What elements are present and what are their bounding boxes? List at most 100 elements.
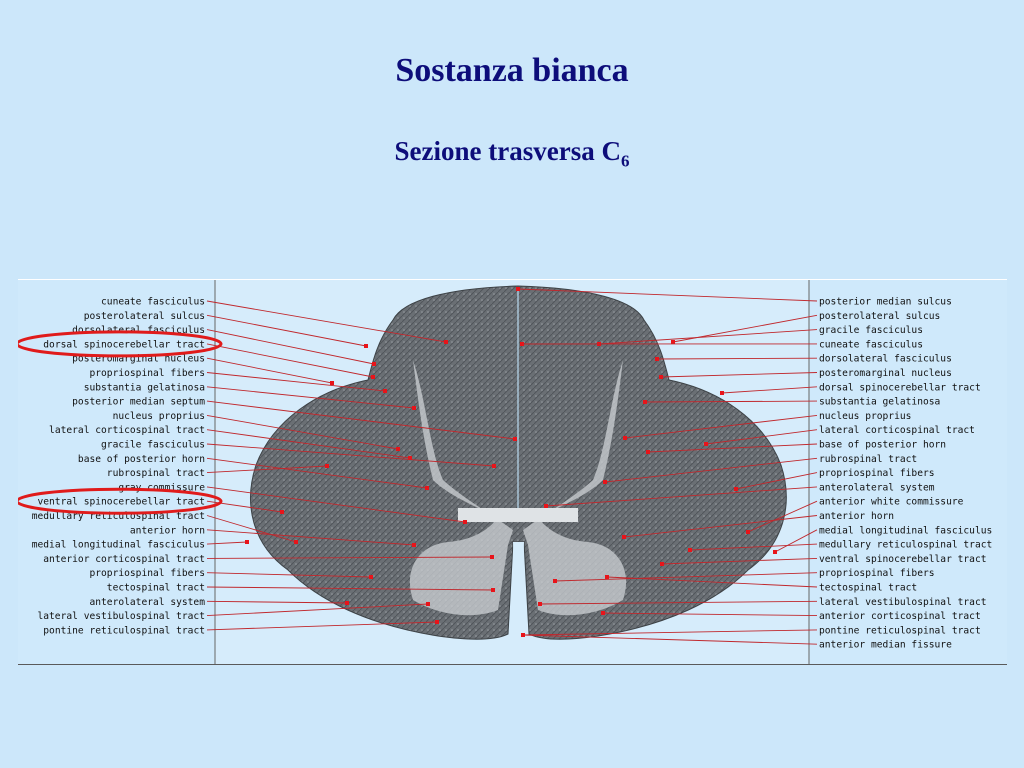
leader-line — [689, 543, 818, 551]
target-marker — [623, 436, 627, 440]
target-marker — [538, 602, 542, 606]
target-marker — [490, 555, 494, 559]
leader-line — [705, 429, 818, 445]
target-marker — [521, 633, 525, 637]
right-label: posterior median sulcus — [819, 297, 952, 308]
target-marker — [383, 389, 387, 393]
target-marker — [520, 342, 524, 346]
target-marker — [492, 464, 496, 468]
leader-line — [206, 386, 415, 409]
target-marker — [688, 548, 692, 552]
gray-commissure — [458, 508, 578, 522]
leader-line — [554, 572, 818, 582]
leader-line — [206, 457, 428, 489]
leader-line — [747, 500, 818, 533]
leader-line — [206, 586, 494, 591]
left-label: gray commissure — [118, 482, 205, 493]
right-label: gracile fasciculus — [819, 325, 923, 336]
left-label: posterolateral sulcus — [84, 311, 205, 322]
right-label: pontine reticulospinal tract — [819, 625, 981, 636]
target-marker — [720, 391, 724, 395]
target-marker — [553, 579, 557, 583]
left-label: medullary reticulospinal tract — [32, 511, 205, 522]
leader-line — [522, 634, 818, 645]
leader-line — [206, 314, 367, 347]
leader-line — [206, 343, 374, 378]
right-label: nucleus proprius — [819, 411, 911, 422]
left-label: rubrospinal tract — [107, 468, 205, 479]
leader-line — [721, 386, 818, 394]
left-label: posterior median septum — [72, 397, 205, 408]
leader-line — [206, 372, 386, 392]
right-label: anterolateral system — [819, 482, 935, 493]
target-marker — [704, 442, 708, 446]
left-label: anterolateral system — [89, 597, 205, 608]
target-marker — [330, 381, 334, 385]
highlight-rings — [18, 330, 223, 515]
right-label: substantia gelatinosa — [819, 397, 940, 408]
leader-line — [206, 300, 447, 343]
left-label: anterior horn — [130, 525, 205, 536]
left-label: propriospinal fibers — [89, 368, 205, 379]
target-marker — [655, 357, 659, 361]
slide-title: Sostanza bianca — [395, 52, 629, 89]
leader-line — [206, 600, 348, 604]
leader-line — [735, 472, 818, 490]
leader-line — [604, 457, 818, 483]
right-label: medullary reticulospinal tract — [819, 540, 992, 551]
leader-line — [545, 486, 818, 507]
left-label: ventral spinocerebellar tract — [37, 497, 205, 508]
target-marker — [294, 540, 298, 544]
right-label: ventral spinocerebellar tract — [819, 554, 987, 565]
target-marker — [345, 601, 349, 605]
target-marker — [396, 447, 400, 451]
gray-matter-left — [409, 360, 513, 616]
leader-line — [656, 357, 818, 360]
target-marker — [245, 540, 249, 544]
target-marker — [746, 530, 750, 534]
target-marker — [734, 487, 738, 491]
anterior-median-fissure — [513, 542, 524, 636]
leader-line — [206, 572, 372, 578]
leader-line — [661, 557, 818, 565]
gray-matter-right — [523, 360, 627, 616]
leader-line — [206, 465, 328, 474]
leader-line — [602, 612, 818, 617]
leader-line — [206, 329, 375, 365]
target-marker — [425, 486, 429, 490]
right-label: rubrospinal tract — [819, 454, 917, 465]
leader-line — [598, 329, 818, 345]
target-marker — [605, 575, 609, 579]
left-label: gracile fasciculus — [101, 440, 205, 451]
leader-line — [522, 629, 818, 636]
left-label: base of posterior horn — [78, 454, 205, 465]
right-label: propriospinal fibers — [819, 568, 935, 579]
right-label: dorsolateral fasciculus — [819, 354, 952, 365]
left-label: anterior corticospinal tract — [43, 554, 205, 565]
target-marker — [426, 602, 430, 606]
subtitle-subscript: 6 — [620, 151, 630, 171]
leader-line — [206, 529, 415, 546]
left-label: propriospinal fibers — [89, 568, 205, 579]
target-marker — [325, 464, 329, 468]
highlight-ring — [18, 487, 223, 515]
spinal-cord-section — [250, 285, 787, 640]
target-marker — [603, 480, 607, 484]
subtitle-text: Sezione trasversa C — [394, 136, 621, 166]
target-marker — [364, 344, 368, 348]
target-marker — [369, 575, 373, 579]
leader-line — [206, 414, 399, 450]
slide-subtitle: Sezione trasversa C6 — [0, 136, 1024, 171]
leader-line — [623, 515, 818, 538]
leader-line — [624, 414, 818, 439]
target-marker — [643, 400, 647, 404]
target-marker — [671, 340, 675, 344]
leader-line — [644, 400, 818, 403]
target-marker — [516, 287, 520, 291]
left-label: dorsolateral fasciculus — [72, 325, 205, 336]
target-marker — [371, 375, 375, 379]
leader-line — [206, 486, 466, 523]
left-label: medial longitudinal fasciculus — [32, 540, 205, 551]
